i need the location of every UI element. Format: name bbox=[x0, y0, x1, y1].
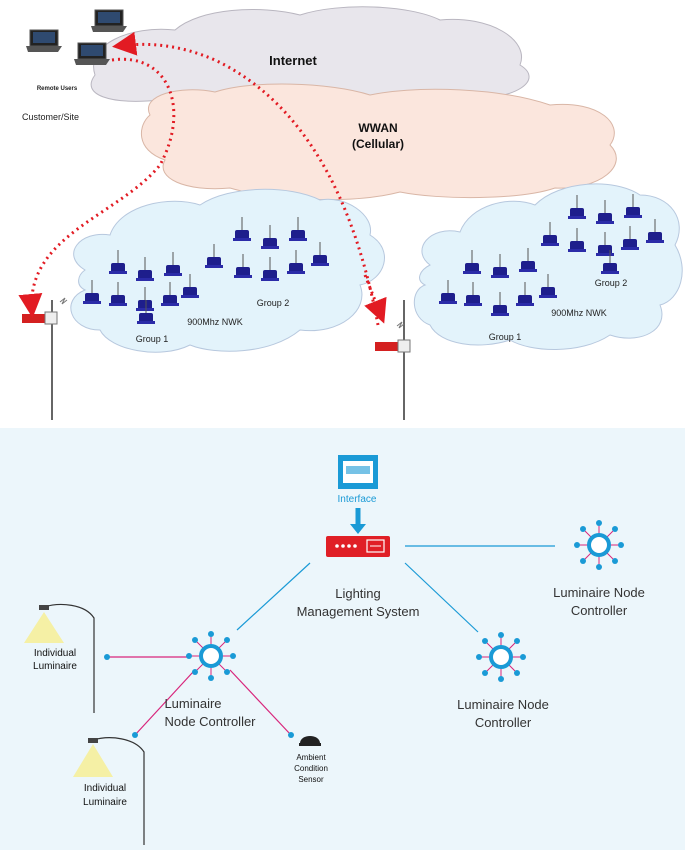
sensor-line1: Ambient bbox=[296, 753, 326, 762]
mesh-cloud-left bbox=[70, 188, 385, 353]
interface-icon bbox=[338, 455, 378, 489]
mesh-cloud-right bbox=[413, 183, 683, 350]
street-lamp-icon bbox=[24, 603, 95, 713]
base-station-left bbox=[22, 297, 68, 420]
base-station-right bbox=[375, 300, 411, 420]
controller-top-right-line1: Luminaire Node bbox=[553, 585, 645, 600]
network-label-right: 900Mhz NWK bbox=[551, 308, 607, 318]
luminaire-2-line1: Individual bbox=[84, 783, 126, 794]
luminaire-1-line1: Individual bbox=[34, 648, 76, 659]
lms-router-icon bbox=[326, 536, 390, 557]
wwan-label: WWAN bbox=[358, 121, 397, 135]
street-lamp-icon bbox=[73, 737, 145, 845]
group2-label-left: Group 2 bbox=[257, 298, 290, 308]
controller-bottom-right-line1: Luminaire Node bbox=[457, 697, 549, 712]
group1-label-right: Group 1 bbox=[489, 332, 522, 342]
group1-label-left: Group 1 bbox=[136, 334, 169, 344]
lms-label-line1: Lighting bbox=[335, 586, 381, 601]
controller-left-line1: Luminaire bbox=[164, 696, 221, 711]
link-arrow-to-right-pole bbox=[363, 274, 387, 324]
wwan-sub-label: (Cellular) bbox=[352, 137, 404, 151]
sensor-line3: Sensor bbox=[298, 775, 324, 784]
wwan-cloud bbox=[140, 83, 617, 201]
top-network-diagram: Internet WWAN (Cellular) Remote Users Cu… bbox=[18, 6, 683, 420]
laptop-icon bbox=[74, 42, 110, 65]
luminaire-node-controller-left-links bbox=[104, 654, 294, 738]
luminaire-node-controller-left bbox=[186, 631, 236, 681]
lms-label-line2: Management System bbox=[297, 604, 420, 619]
controller-left-line2: Node Controller bbox=[164, 714, 256, 729]
sensor-icon bbox=[299, 736, 321, 746]
lighting-diagram: Interface Lighting Management System bbox=[0, 428, 685, 850]
laptop-icon bbox=[91, 9, 127, 32]
internet-label: Internet bbox=[269, 53, 317, 68]
sensor-line2: Condition bbox=[294, 764, 328, 773]
luminaire-2-line2: Luminaire bbox=[83, 797, 127, 808]
controller-top-right-line2: Controller bbox=[571, 603, 628, 618]
controller-bottom-right-line2: Controller bbox=[475, 715, 532, 730]
lms-connections bbox=[236, 545, 555, 633]
luminaire-node-controller-top-right bbox=[574, 520, 624, 570]
laptop-icon bbox=[26, 29, 62, 52]
luminaire-node-controller-bottom-right bbox=[476, 632, 526, 682]
lighting-background bbox=[0, 428, 685, 850]
customer-site-label: Customer/Site bbox=[22, 112, 79, 122]
luminaire-1-line2: Luminaire bbox=[33, 661, 77, 672]
remote-users-label: Remote Users bbox=[37, 86, 78, 92]
interface-label: Interface bbox=[338, 494, 377, 505]
group2-label-right: Group 2 bbox=[595, 278, 628, 288]
network-label-left: 900Mhz NWK bbox=[187, 317, 243, 327]
